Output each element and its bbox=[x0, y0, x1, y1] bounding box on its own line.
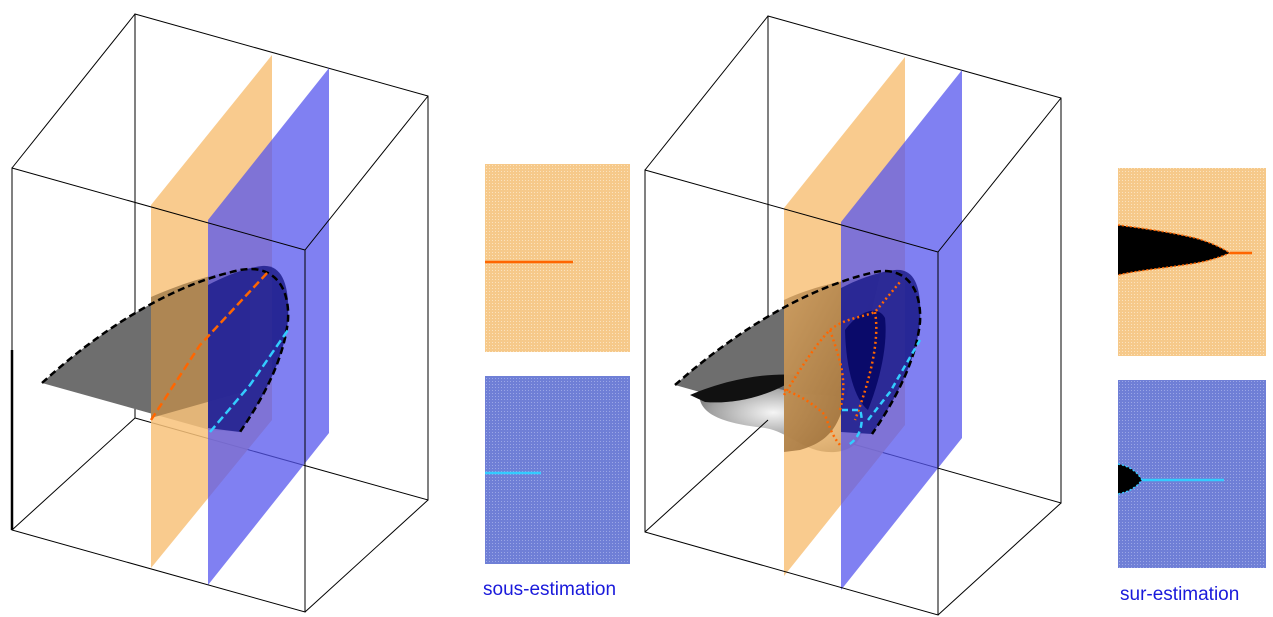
left-orange-slice bbox=[485, 164, 630, 352]
caption-sur-estimation: sur-estimation bbox=[1120, 584, 1239, 606]
right-blue-slice bbox=[1118, 380, 1266, 568]
left-blue-slice bbox=[485, 376, 630, 564]
right-3d-scene bbox=[645, 16, 1061, 615]
caption-sous-estimation: sous-estimation bbox=[483, 579, 616, 601]
right-orange-slice bbox=[1118, 168, 1266, 356]
left-3d-scene bbox=[12, 14, 428, 612]
